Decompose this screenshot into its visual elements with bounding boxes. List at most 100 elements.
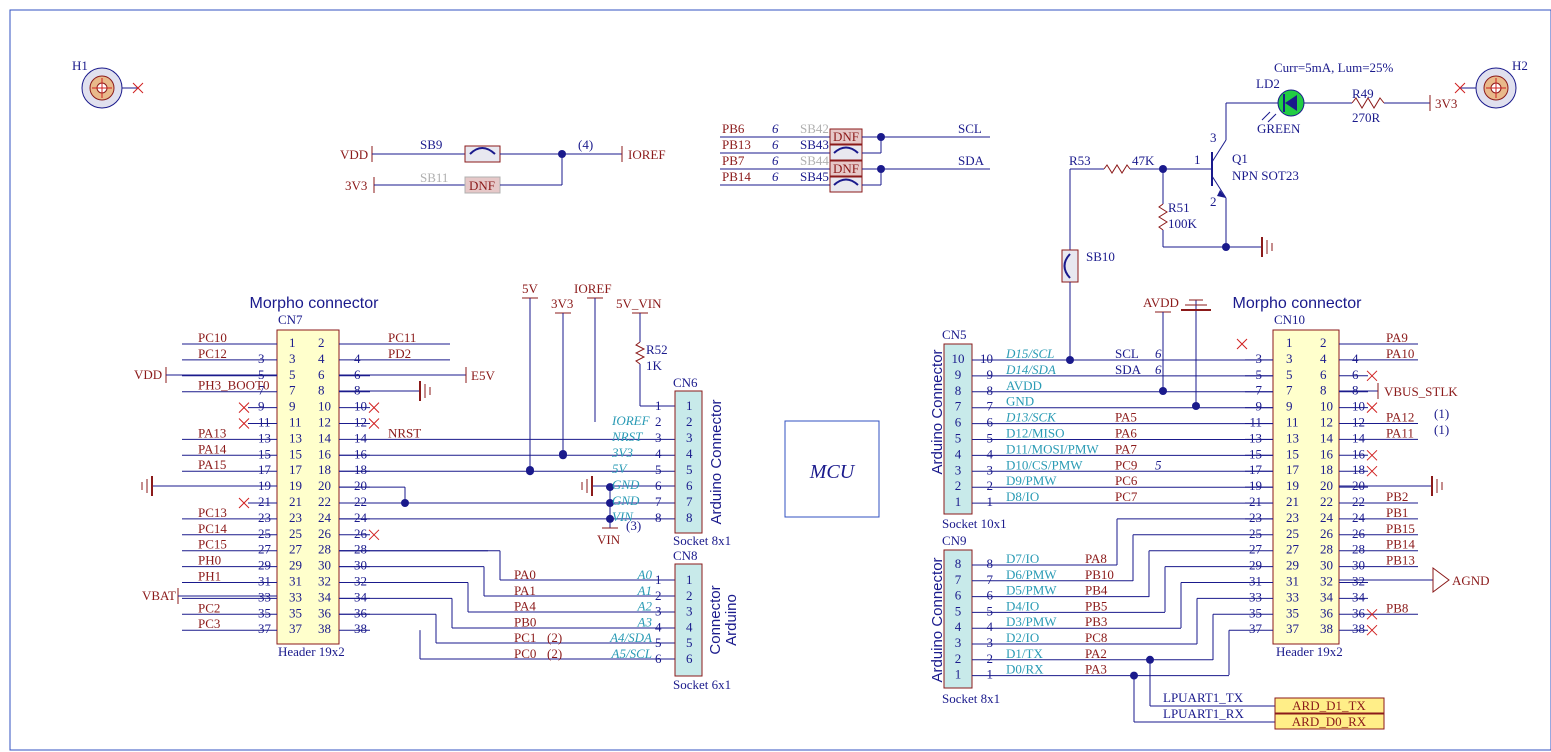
cn7-pin-right-outer: 38 bbox=[354, 621, 367, 636]
cn5-net: SCL bbox=[1115, 346, 1139, 361]
cn6-pin-outer: 2 bbox=[655, 414, 662, 429]
cn6-pin-outer: 8 bbox=[655, 510, 662, 525]
ld2-label: LD2 bbox=[1256, 76, 1280, 91]
cn7-pin-left: 17 bbox=[289, 462, 303, 477]
vdd-label-cn7: VDD bbox=[134, 367, 162, 382]
cn8-title2: Arduino bbox=[723, 594, 740, 646]
cn7-net-right: PC11 bbox=[388, 330, 416, 345]
cn9-pin-outer: 8 bbox=[987, 556, 994, 571]
cn7-pin-left: 15 bbox=[289, 446, 302, 461]
junction-dot bbox=[1066, 356, 1074, 364]
cn5-signal: D15/SCL bbox=[1005, 346, 1054, 361]
cn10-pin-left-outer: 19 bbox=[1249, 478, 1262, 493]
cn8-net: PB0 bbox=[514, 614, 536, 629]
cn9-pin-outer: 1 bbox=[987, 667, 994, 682]
cn7-pin-right-outer: 26 bbox=[354, 526, 368, 541]
cn7-pin-left: 27 bbox=[289, 542, 303, 557]
rail-3v3-label: 3V3 bbox=[551, 296, 573, 311]
cn5-signal: AVDD bbox=[1006, 378, 1042, 393]
no-connect-mark bbox=[1366, 370, 1378, 382]
cn7-pin-left: 3 bbox=[289, 351, 296, 366]
ioref-label-top: IOREF bbox=[628, 147, 666, 162]
cn9-pin-outer: 5 bbox=[987, 603, 994, 618]
avdd-label: AVDD bbox=[1143, 295, 1179, 310]
cn5-pin: 3 bbox=[955, 462, 962, 477]
cn7-net-left: PC2 bbox=[198, 600, 220, 615]
cn7-pin-right: 16 bbox=[318, 446, 332, 461]
no-connect-mark bbox=[1366, 449, 1378, 461]
cn9-pin-outer: 3 bbox=[987, 635, 994, 650]
cn7-net-left: PA14 bbox=[198, 441, 227, 456]
ground-symbol-cn7-left bbox=[141, 476, 277, 496]
ground-symbol-led bbox=[1261, 237, 1273, 257]
cn5-pin-outer: 4 bbox=[987, 446, 994, 461]
cn7-pin-left-outer: 25 bbox=[258, 526, 271, 541]
cn7-pin-left: 9 bbox=[289, 399, 296, 414]
cn5-pc9-circle: 5 bbox=[1155, 457, 1162, 472]
cn10-net-right: PA10 bbox=[1386, 346, 1414, 361]
cn6-signal: GND bbox=[612, 477, 640, 492]
cn7-pin-right: 26 bbox=[318, 526, 332, 541]
cn7-pin-left: 31 bbox=[289, 574, 302, 589]
cn10-pin-right-outer: 26 bbox=[1352, 526, 1366, 541]
cn7-pin-left: 37 bbox=[289, 621, 303, 636]
sb11-dnf: DNF bbox=[469, 178, 495, 193]
cn7-net-right: NRST bbox=[388, 425, 421, 440]
cn7-pin-left: 1 bbox=[289, 335, 296, 350]
cn7-pin-right-outer: 36 bbox=[354, 605, 368, 620]
cn5-pin: 4 bbox=[955, 446, 962, 461]
cn7-pin-left-outer: 15 bbox=[258, 446, 271, 461]
e5v-label: E5V bbox=[471, 368, 495, 383]
cn6-ref: CN6 bbox=[673, 375, 698, 390]
cn9-pin-outer: 4 bbox=[987, 619, 994, 634]
ard-d1-tx-port bbox=[1274, 697, 1385, 714]
cn5-net: PA6 bbox=[1115, 426, 1137, 441]
cn7-pin-left-outer: 21 bbox=[258, 494, 271, 509]
cn10-pin-right-outer: 8 bbox=[1352, 383, 1359, 398]
cn10-pin-left: 35 bbox=[1286, 605, 1299, 620]
cn10-pin-left: 13 bbox=[1286, 430, 1299, 445]
r53-value: 47K bbox=[1132, 153, 1155, 168]
sb42-label: SB42 bbox=[800, 121, 829, 136]
cn9-pin: 1 bbox=[955, 667, 962, 682]
sb44-dnf: DNF bbox=[833, 161, 859, 176]
cn10-pin-right-outer: 6 bbox=[1352, 367, 1359, 382]
cn9-signal: D3/PMW bbox=[1006, 614, 1057, 629]
led-current-note: Curr=5mA, Lum=25% bbox=[1274, 60, 1394, 75]
cn9-pin-outer: 7 bbox=[987, 572, 994, 587]
cn7-pin-right-outer: 12 bbox=[354, 415, 367, 430]
cn7-footer: Header 19x2 bbox=[278, 644, 345, 659]
cn10-pin-left-outer: 5 bbox=[1256, 367, 1263, 382]
cn7-pin-right: 8 bbox=[318, 383, 325, 398]
cn10-pin-right-outer: 24 bbox=[1352, 510, 1366, 525]
cn5-net: PA7 bbox=[1115, 441, 1137, 456]
cn8-title1: Connector bbox=[707, 585, 724, 654]
cn10-pin-right: 12 bbox=[1320, 415, 1333, 430]
cn10-pin-right: 34 bbox=[1320, 589, 1334, 604]
cn8-signal: A4/SDA bbox=[609, 630, 652, 645]
cn6-pin: 3 bbox=[686, 430, 693, 445]
cn7-pin-left: 21 bbox=[289, 494, 302, 509]
cn10-net-right: PA9 bbox=[1386, 330, 1408, 345]
r51-value: 100K bbox=[1168, 216, 1198, 231]
net-sda-top: SDA bbox=[958, 153, 985, 168]
cn10-pin-right-outer: 18 bbox=[1352, 462, 1365, 477]
cn5-pin: 1 bbox=[955, 494, 962, 509]
cn6-pin: 6 bbox=[686, 478, 693, 493]
cn7-pin-right: 36 bbox=[318, 605, 332, 620]
cn7-pin-right-outer: 18 bbox=[354, 462, 367, 477]
cn7-pin-left-outer: 17 bbox=[258, 462, 272, 477]
net-pb13: PB13 bbox=[722, 137, 751, 152]
r51-label: R51 bbox=[1168, 200, 1190, 215]
q1-pin3: 3 bbox=[1210, 130, 1217, 145]
cn6-arduino-connector: CN6 Arduino Connector Socket 8x1 1122IOR… bbox=[611, 375, 731, 548]
cn5-pin-outer: 10 bbox=[980, 351, 993, 366]
cn10-pin-right-outer: 22 bbox=[1352, 494, 1365, 509]
sb42-dnf: DNF bbox=[833, 129, 859, 144]
cn10-pin-right-outer: 4 bbox=[1352, 351, 1359, 366]
cn6-body bbox=[674, 390, 703, 534]
cn7-pin-left: 33 bbox=[289, 589, 302, 604]
cn7-pin-right: 20 bbox=[318, 478, 331, 493]
